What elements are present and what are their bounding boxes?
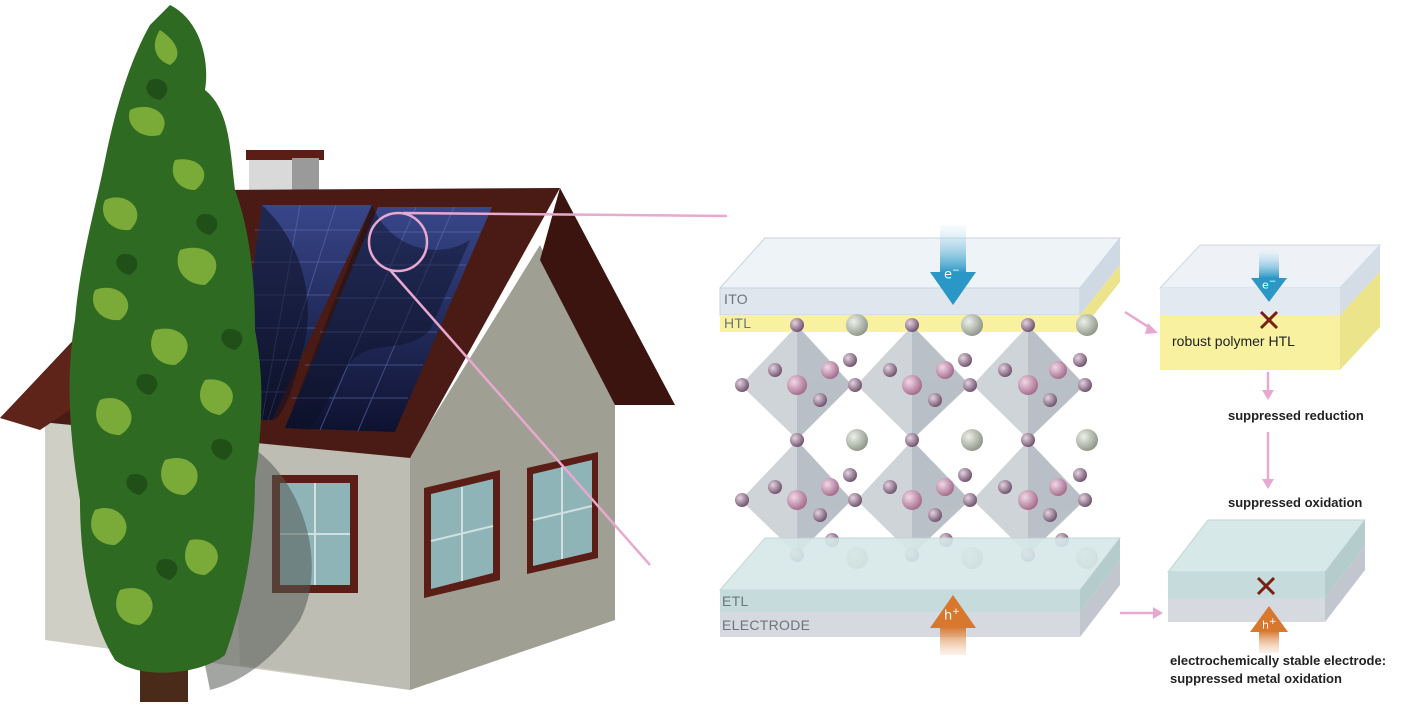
- hole-arrow: [930, 595, 976, 655]
- tree: [69, 5, 262, 702]
- label-htl: HTL: [724, 315, 752, 331]
- hole-arrow-small: [1250, 606, 1288, 653]
- chimney-cap: [246, 150, 324, 160]
- zoom-pointer: [367, 211, 728, 566]
- electrode-detail-front: [1168, 598, 1325, 622]
- electrode-detail-front-etl: [1168, 572, 1325, 598]
- note-suppressed-oxidation: suppressed oxidation: [1228, 495, 1363, 510]
- note-stable-electrode-2: suppressed metal oxidation: [1170, 671, 1342, 686]
- cross-mark-htl: [1259, 310, 1279, 330]
- hole-label-small: h+: [1262, 617, 1277, 632]
- note-suppressed-reduction: suppressed reduction: [1228, 408, 1364, 423]
- device-stack: [718, 225, 1122, 655]
- electron-label: e−: [944, 266, 960, 283]
- note-stable-electrode-1: electrochemically stable electrode:: [1170, 653, 1387, 668]
- solar-panel-right: [285, 207, 492, 432]
- ito-layer-top: [718, 237, 1122, 289]
- electron-arrow: [930, 225, 976, 305]
- label-etl: ETL: [722, 593, 749, 609]
- electrode-layer: [720, 612, 1080, 637]
- etl-layer-front: [720, 590, 1080, 612]
- ito-layer-front: [719, 287, 1081, 316]
- etl-layer-top: [718, 537, 1122, 591]
- cross-mark-electrode: [1256, 576, 1276, 596]
- note-robust-htl: robust polymer HTL: [1172, 333, 1295, 349]
- electron-label-small: e−: [1262, 277, 1277, 292]
- hole-label: h+: [944, 607, 960, 624]
- htl-layer: [720, 315, 1080, 332]
- atoms: [735, 314, 1098, 569]
- label-electrode: ELECTRODE: [722, 617, 811, 633]
- htl-detail-front: [1160, 315, 1340, 370]
- htl-detail-front-ito: [1160, 288, 1340, 315]
- electron-arrow-small: [1251, 250, 1287, 302]
- roof-right-slope: [540, 188, 675, 405]
- detail-panels: [1120, 244, 1382, 653]
- zoom-circle: [367, 211, 429, 273]
- label-ito: ITO: [724, 291, 748, 307]
